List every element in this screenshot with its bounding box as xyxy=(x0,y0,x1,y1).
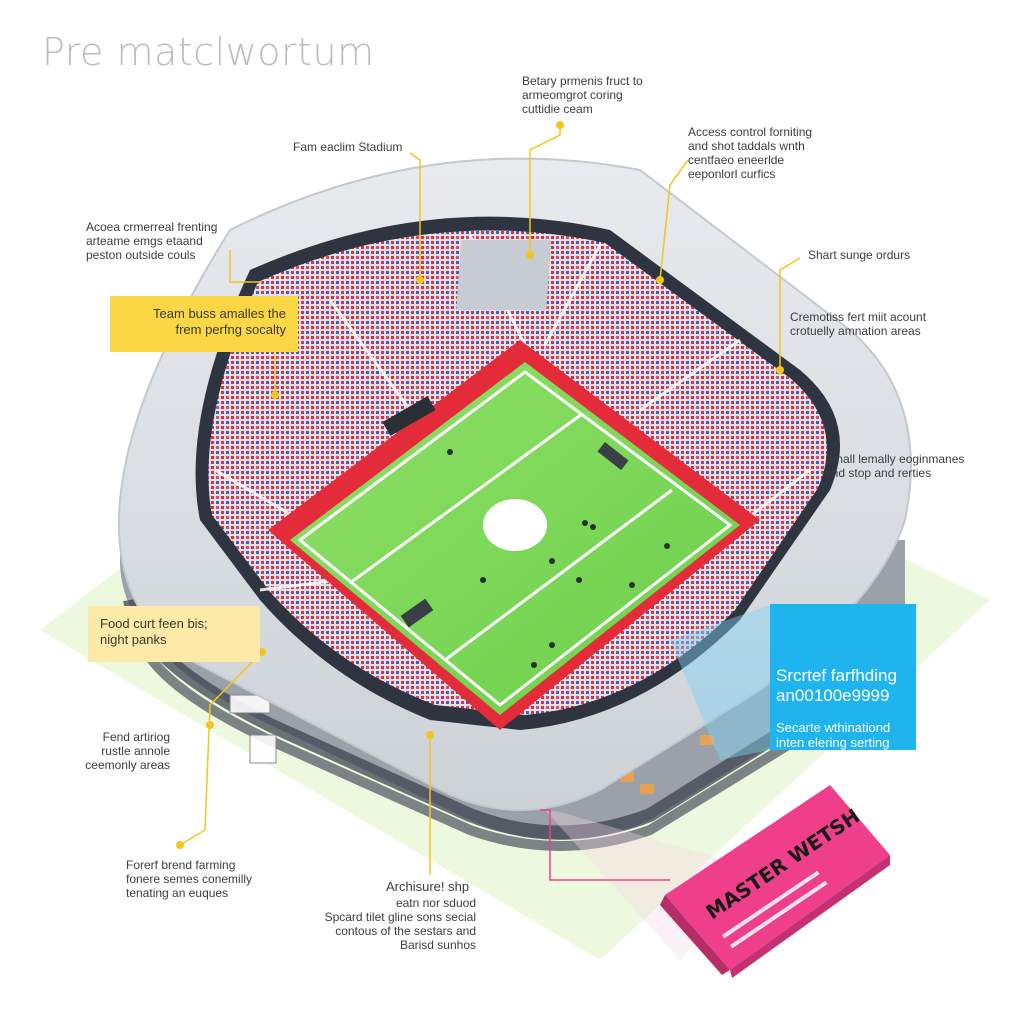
facade-windows xyxy=(229,694,714,794)
bench-left xyxy=(400,598,434,628)
players xyxy=(447,449,670,668)
upper-stand-entrance xyxy=(456,240,552,310)
pitch-markings xyxy=(297,370,733,707)
label-small-family: Small lemally eoginmanes end stop and re… xyxy=(825,452,965,480)
label-architecture-title: Archisure! shp xyxy=(386,879,470,894)
label-architecture-text: eatn nor sduod Spcard tilet gline sons s… xyxy=(324,896,476,952)
label-access-control: Access control forniting and shot taddal… xyxy=(688,125,813,181)
label-left-top: Acoea crmerreal frenting arteame emgs et… xyxy=(86,220,218,262)
callout-blue: Srcrtef farfhding an00100e9999 Secarte w… xyxy=(770,604,916,750)
bench-right xyxy=(597,442,629,470)
center-circle xyxy=(483,499,547,551)
callout-team-bus: Team buss amalles the frem perfng socalt… xyxy=(110,296,298,352)
leader-lines xyxy=(179,125,801,875)
callout-blue-title: Srcrtef farfhding an00100e9999 xyxy=(776,666,897,705)
leader-dots xyxy=(176,121,784,849)
label-short-signage: Shart sunge ordurs xyxy=(808,248,911,262)
label-top-center: Betary prmenis fruct to armeomgrot corin… xyxy=(522,74,643,116)
callout-blue-subtitle: Secarte wthinationd inten elering sertin… xyxy=(776,720,891,750)
scoreboard xyxy=(382,396,436,436)
label-ceremonies: Cremotiss fert miit acount crotuelly amn… xyxy=(790,310,927,338)
label-stadium-name: Fam eaclim Stadium xyxy=(293,140,403,154)
callout-food-court: Food curt feen bis; night panks xyxy=(88,606,260,662)
label-forest-brand: Forerf brend farming fonere semes conemi… xyxy=(126,858,253,900)
page-title: Pre matclwortum xyxy=(42,30,375,74)
blue-callout-beam xyxy=(670,605,770,760)
label-fend-area: Fend artiriog rustle annole ceemonly are… xyxy=(85,730,170,772)
